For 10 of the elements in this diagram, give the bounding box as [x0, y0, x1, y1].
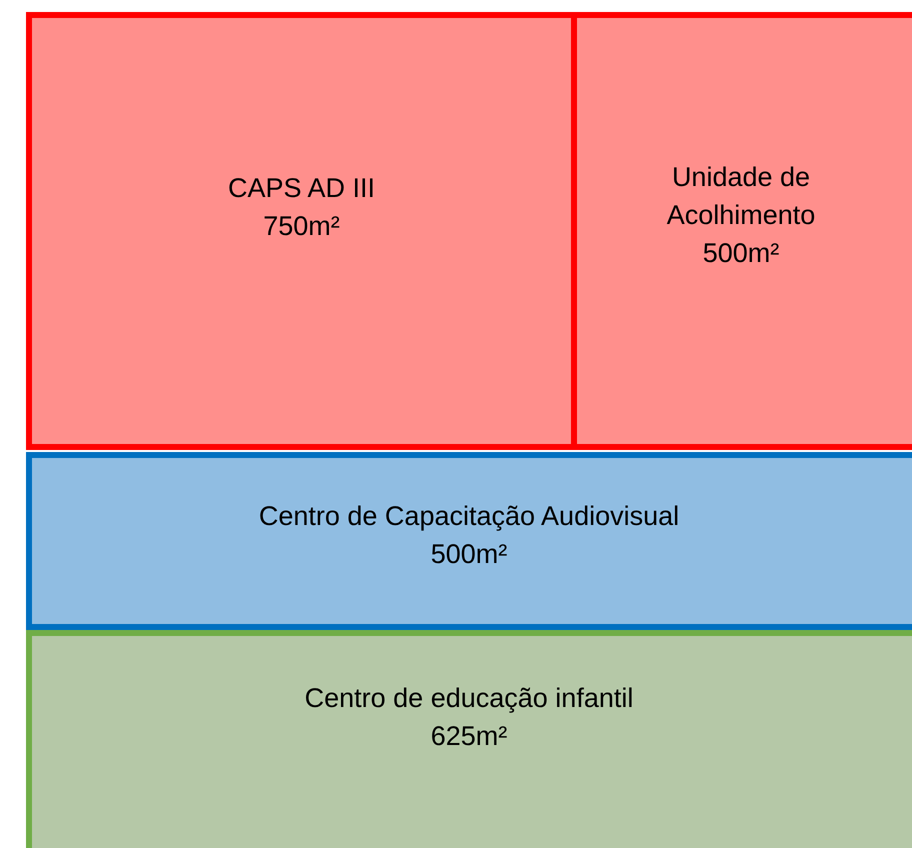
area-size: 500m²	[702, 236, 780, 270]
area-block	[26, 452, 912, 630]
area-name: Centro de educação infantil	[304, 682, 634, 716]
area-name: CAPS AD III	[228, 172, 376, 206]
area-size: 500m²	[430, 538, 508, 571]
area-name: Centro de Capacitação Audiovisual	[258, 500, 680, 534]
area-name: Unidade de Acolhimento	[666, 161, 816, 232]
area-size: 750m²	[263, 210, 340, 243]
area-size: 625m²	[430, 720, 508, 753]
area-block	[26, 630, 912, 848]
